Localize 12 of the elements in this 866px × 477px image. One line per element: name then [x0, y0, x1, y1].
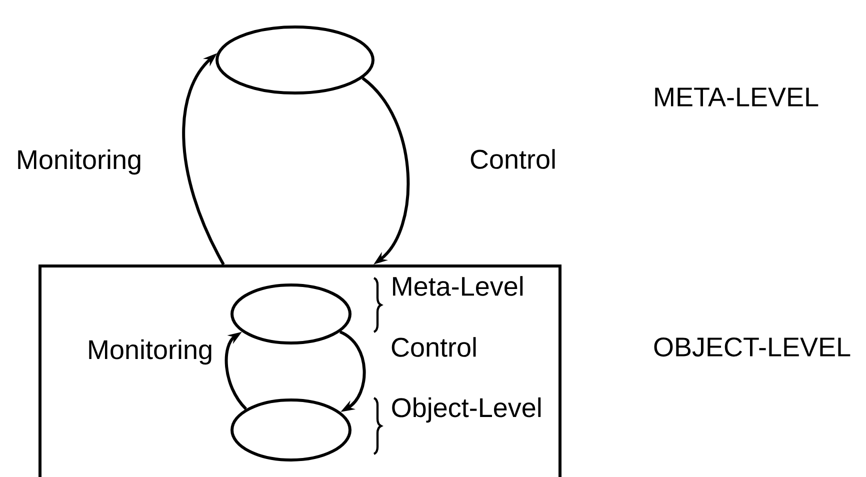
- level-label: Object-Level: [392, 397, 541, 423]
- level-label: Meta-Level: [393, 276, 523, 296]
- ellipse: [230, 398, 352, 462]
- edge-label: Monitoring: [89, 339, 212, 365]
- frame-box: [38, 264, 562, 477]
- edge-label: Control: [470, 149, 555, 169]
- level-heading: OBJECT-LEVEL: [654, 337, 850, 357]
- ellipse: [216, 26, 374, 94]
- edge-label: Monitoring: [18, 149, 140, 175]
- edge-label: Control: [392, 337, 476, 357]
- ellipse: [230, 284, 352, 344]
- level-heading: META-LEVEL: [655, 88, 818, 106]
